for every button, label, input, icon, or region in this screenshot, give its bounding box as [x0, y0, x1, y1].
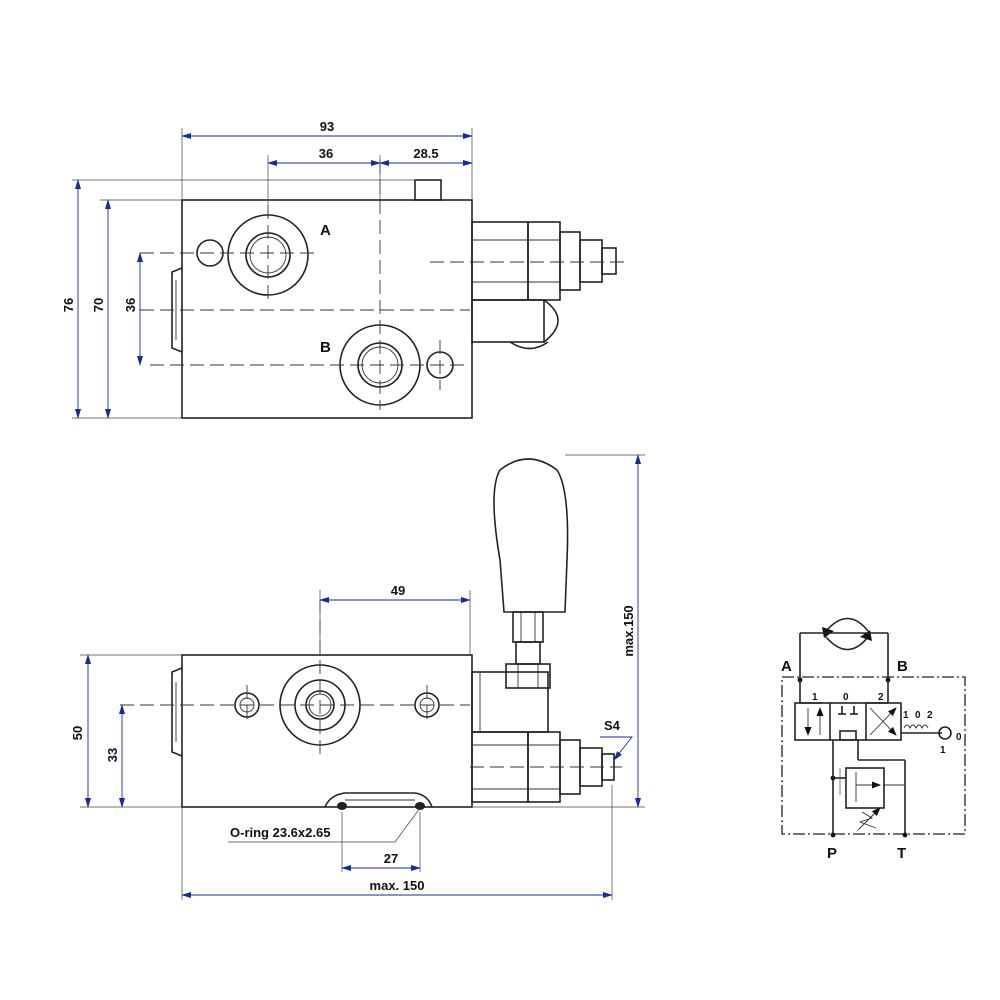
dim-text-33: 33 [105, 748, 120, 762]
oring-leader [228, 807, 421, 843]
dim-text-27: 27 [384, 851, 398, 866]
dim-text-max150-horizontal: max. 150 [370, 878, 425, 893]
schematic-port-t: T [897, 845, 906, 862]
front-view-left-plug [171, 667, 183, 757]
dim-text-28-5: 28.5 [413, 146, 438, 161]
actuator-1-label: 1 [940, 745, 946, 756]
oring-label: O-ring 23.6x2.65 [230, 825, 330, 840]
schematic-port-p: P [827, 845, 837, 862]
schematic-frame [781, 676, 966, 835]
position-1-label: 1 [812, 692, 818, 703]
lever-handle [493, 458, 569, 689]
front-view-body [181, 654, 473, 808]
schematic-port-a: A [781, 658, 792, 675]
position-2-label: 2 [878, 692, 884, 703]
detent-0-label: 0 [915, 710, 921, 721]
lever-actuator [901, 724, 952, 740]
rotation-symbol [799, 617, 889, 680]
actuator-0-label: 0 [956, 732, 962, 743]
port-b-label: B [320, 339, 331, 356]
dim-text-36-top: 36 [319, 146, 333, 161]
dim-text-76: 76 [61, 298, 76, 312]
top-lever-hub [471, 299, 559, 350]
position-0-label: 0 [843, 692, 849, 703]
front-relief-fitting [470, 731, 622, 803]
hydraulic-schematic: A B 1 0 2 [781, 617, 966, 862]
port-a-label: A [320, 222, 331, 239]
top-relief-fitting [470, 221, 625, 301]
schematic-port-b: B [897, 658, 908, 675]
s4-leader [600, 736, 633, 761]
top-view-pin [414, 179, 442, 201]
s4-label: S4 [604, 718, 621, 733]
dim-text-max150-vertical: max.150 [621, 605, 636, 656]
relief-valve [839, 767, 905, 831]
detent-1-label: 1 [903, 710, 909, 721]
lever-hub [471, 671, 549, 733]
dim-text-50: 50 [70, 726, 85, 740]
directional-valve [794, 702, 902, 741]
front-view: 49 50 33 max.150 27 max. 150 O-ring 23.6… [70, 454, 645, 900]
dim-text-49: 49 [391, 583, 405, 598]
dim-text-36-left: 36 [123, 298, 138, 312]
dim-text-70: 70 [91, 298, 106, 312]
detent-2-label: 2 [927, 710, 933, 721]
top-view: 93 36 28.5 76 70 36 A B [61, 119, 625, 419]
oring-groove [324, 792, 433, 810]
dim-text-93: 93 [320, 119, 334, 134]
